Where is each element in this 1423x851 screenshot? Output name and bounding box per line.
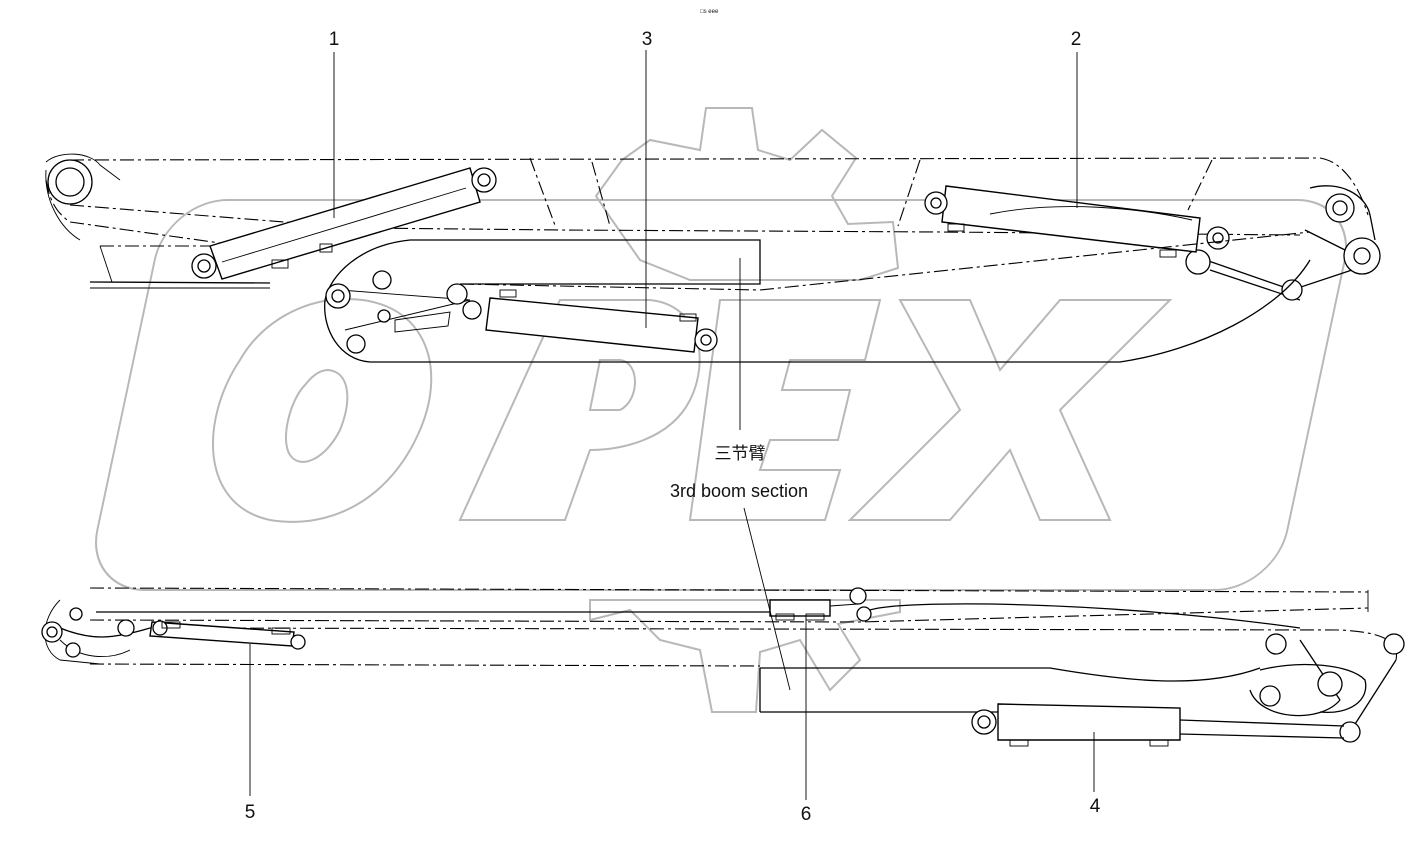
third-boom-section <box>324 231 1311 363</box>
gear-icon <box>589 107 901 713</box>
callout-1: 1 <box>329 29 340 50</box>
callout-6: 6 <box>801 804 812 825</box>
section-label-cn: 三节臂 <box>715 444 766 464</box>
cylinder-2 <box>924 185 1230 258</box>
cylinder-3 <box>485 289 718 353</box>
section-label-en: 3rd boom section <box>670 481 808 501</box>
callout-5: 5 <box>245 802 256 823</box>
cylinder-1 <box>191 167 497 280</box>
callout-3: 3 <box>642 29 653 50</box>
callout-2: 2 <box>1071 29 1082 50</box>
header-code: □s eee <box>700 9 719 15</box>
cylinder-4 <box>971 703 1345 747</box>
lower-boom-assembly <box>41 587 1405 747</box>
cylinder-6 <box>769 599 859 621</box>
callout-4: 4 <box>1090 796 1101 817</box>
upper-boom-assembly <box>45 153 1381 363</box>
callout-leaders <box>249 50 1095 800</box>
cylinder-5 <box>149 620 306 650</box>
